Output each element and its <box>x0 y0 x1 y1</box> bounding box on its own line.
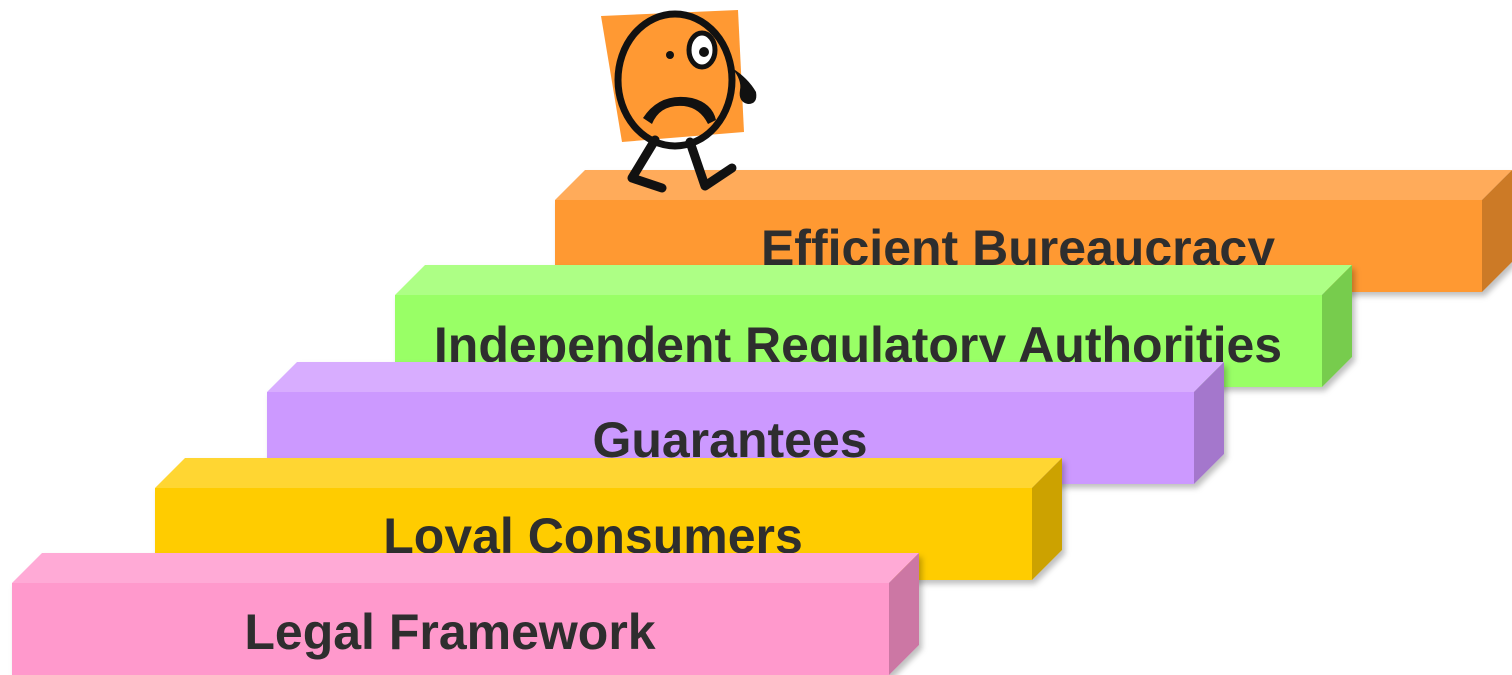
left-leg <box>627 135 667 193</box>
character-head-outline <box>614 10 736 150</box>
frown-mouth <box>643 96 716 124</box>
step-legal-framework: Legal Framework <box>12 553 919 675</box>
right-eye-pupil <box>699 47 709 57</box>
step-side-face <box>1194 362 1224 484</box>
step-side-face <box>889 553 919 675</box>
step-side-face <box>1482 170 1512 292</box>
step-side-face <box>1322 265 1352 387</box>
step-top-face <box>267 362 1224 392</box>
step-top-face <box>12 553 919 583</box>
worried-stick-figure-icon <box>601 10 757 193</box>
step-label: Legal Framework <box>244 604 655 660</box>
step-front-face <box>12 583 889 675</box>
step-side-face <box>1032 458 1062 580</box>
right-leg <box>685 137 737 191</box>
step-top-face <box>155 458 1062 488</box>
step-top-face <box>395 265 1352 295</box>
sweat-drop-icon <box>732 68 757 104</box>
left-eye <box>666 51 674 59</box>
step-top-face <box>555 170 1512 200</box>
